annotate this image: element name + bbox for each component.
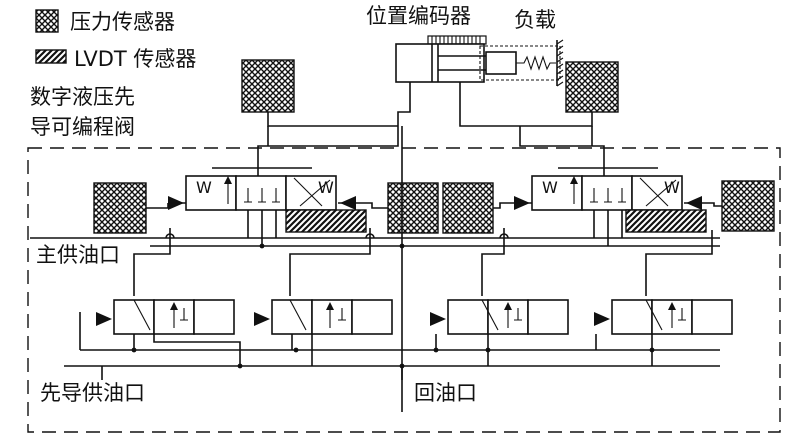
pilot-valve-4 [594, 299, 733, 335]
legend-pressure-label: 压力传感器 [70, 10, 175, 34]
pressure-sensor-top-right [565, 61, 619, 113]
load-mass [485, 51, 517, 75]
digital-valve-module-boundary [27, 147, 781, 433]
main-valve-left: W W [168, 167, 360, 211]
pilot-valve-3 [430, 299, 569, 335]
legend-lvdt-swatch [35, 49, 67, 64]
legend-pressure-swatch [35, 9, 59, 33]
pressure-sensor-center-right [442, 182, 494, 234]
return-port-label: 回油口 [414, 381, 477, 405]
legend: 压力传感器 LVDT 传感器 [35, 9, 196, 71]
main-supply-port-label: 主供油口 [36, 243, 120, 267]
main-valve-right: W W [510, 167, 706, 211]
lvdt-sensor-left [285, 209, 367, 233]
digital-valve-label-line1: 数字液压先 [30, 85, 135, 109]
load-spring [516, 55, 556, 71]
right-valve-spring-left: W [542, 178, 558, 197]
pressure-sensor-center-left [387, 182, 439, 234]
pressure-sensor-top-left [241, 59, 295, 113]
lvdt-sensor-right [625, 209, 707, 233]
position-encoder-label: 位置编码器 [366, 4, 471, 28]
pilot-valve-1 [96, 299, 235, 335]
left-valve-spring-left: W [196, 178, 212, 197]
right-valve-spring-right: W [664, 178, 680, 197]
hydraulic-cylinder [395, 35, 564, 127]
pressure-sensor-far-right [721, 180, 775, 232]
legend-lvdt-label: LVDT 传感器 [74, 47, 196, 71]
encoder-scale [427, 35, 487, 45]
load-label: 负载 [514, 8, 556, 32]
digital-valve-label-line2: 导可编程阀 [30, 115, 135, 139]
pressure-sensor-main-left [93, 182, 147, 234]
pilot-valve-2 [254, 299, 393, 335]
left-valve-spring-right: W [318, 178, 334, 197]
pilot-supply-port-label: 先导供油口 [40, 381, 145, 405]
